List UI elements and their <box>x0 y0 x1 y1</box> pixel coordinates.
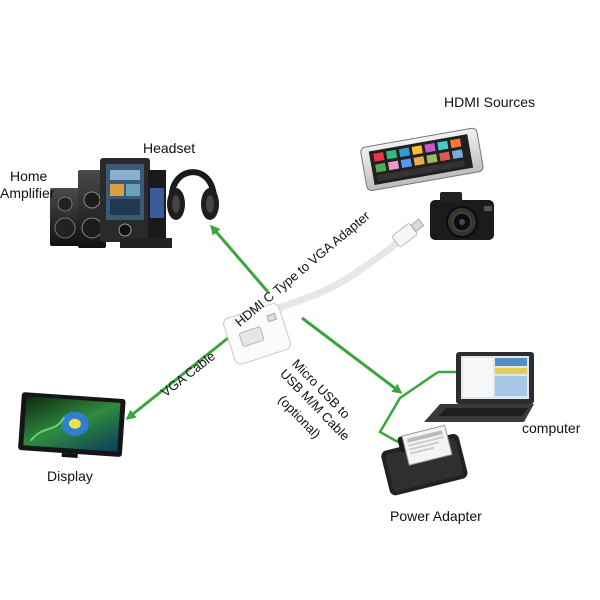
label-headset: Headset <box>143 140 196 156</box>
label-display: Display <box>47 468 93 484</box>
label-amplifier: Amplifier <box>0 185 55 201</box>
bracket-usb <box>378 370 439 444</box>
power-adapter-icon <box>381 424 468 496</box>
label-home: Home <box>10 168 48 184</box>
arrow-to-usb-hub <box>301 316 403 394</box>
arrow-to-audio <box>210 224 270 293</box>
label-computer: computer <box>522 420 581 436</box>
monitor-icon <box>18 392 126 459</box>
tablet-icon <box>360 127 484 192</box>
label-hdmi-sources: HDMI Sources <box>444 94 536 110</box>
arrow-to-display <box>125 336 229 420</box>
speaker-icon <box>50 158 172 248</box>
adapter-icon <box>223 218 425 365</box>
label-power-adapter: Power Adapter <box>390 508 482 524</box>
camera-icon <box>430 192 494 240</box>
headphones-icon <box>167 169 219 220</box>
laptop-icon <box>424 352 534 422</box>
